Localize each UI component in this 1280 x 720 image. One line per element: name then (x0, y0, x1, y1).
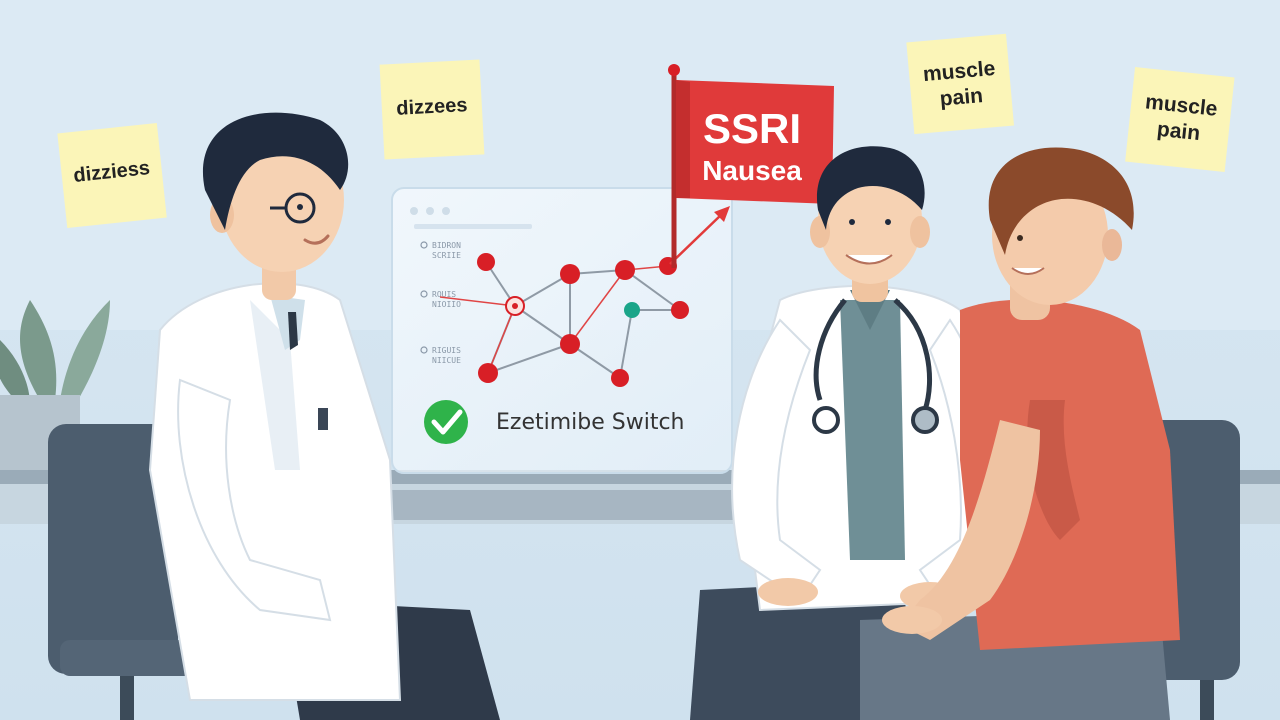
data-panel: BIDRON SCRIIE ROUIS NIOIIO RIGUIS NIICUE (391, 187, 733, 474)
result-label: Ezetimibe Switch (496, 410, 685, 435)
list-item: BIDRON SCRIIE (420, 241, 461, 260)
list-item-line1: RIGUIS (432, 346, 461, 355)
list-item-line2: NIICUE (432, 356, 461, 365)
left-doctor (148, 112, 500, 720)
flag-line2: Nausea (702, 155, 802, 186)
graph-nodes (477, 253, 689, 387)
graph-edges-highlight (439, 265, 669, 374)
stethoscope-icon (812, 298, 939, 434)
check-circle-icon (424, 400, 468, 444)
sticky-note: muscle pain (1125, 67, 1235, 172)
list-item-line2: SCRIIE (432, 251, 461, 260)
sticky-note: dizzees (379, 59, 485, 160)
network-graph (439, 253, 689, 387)
note-text: dizzees (396, 94, 468, 120)
note-text-line2: pain (939, 84, 984, 111)
flag-line1: SSRI (703, 105, 801, 152)
list-item-line2: NIOIIO (432, 300, 461, 309)
list-item: ROUIS NIOIIO (420, 290, 461, 309)
arrow (669, 206, 730, 265)
window-dots-icon (410, 207, 450, 215)
sticky-note: dizziess (57, 123, 167, 228)
flag-icon: SSRI Nausea (668, 64, 834, 268)
list-item: RIGUIS NIICUE (420, 346, 461, 365)
list-item-line1: ROUIS (432, 290, 456, 299)
patient (860, 147, 1180, 720)
sticky-note: muscle pain (906, 33, 1014, 135)
list-item-line1: BIDRON (432, 241, 461, 250)
note-text-line2: pain (1156, 118, 1201, 145)
